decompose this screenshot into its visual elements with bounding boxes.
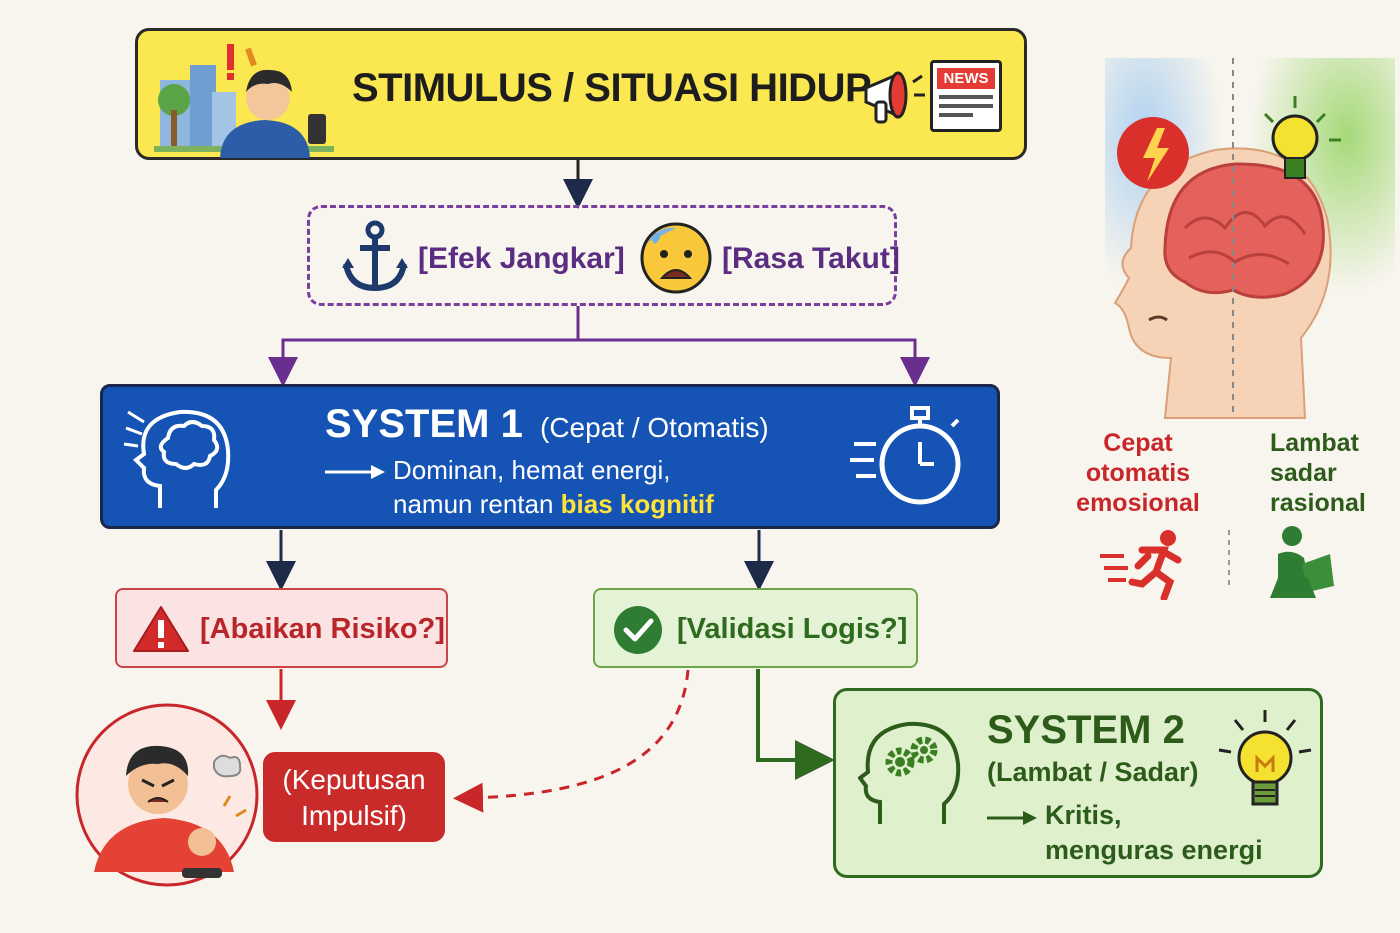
head-brain-illustration: [1105, 58, 1395, 419]
fast-trait: Cepat: [1103, 429, 1173, 457]
system1-line2-prefix: namun rentan: [393, 489, 561, 519]
newspaper-icon: NEWS: [930, 60, 1002, 132]
logic-validation-label: [Validasi Logis?]: [677, 613, 908, 645]
system2-description-line1: Kritis,: [1045, 800, 1122, 830]
stimulus-title: STIMULUS / SITUASI HIDUP: [352, 66, 872, 110]
system1-description-line1: Dominan, hemat energi,: [393, 455, 671, 485]
brain-head-icon: [123, 409, 231, 508]
arrow-right-icon: [325, 465, 385, 479]
slow-trait: sadar: [1270, 459, 1337, 487]
system2-title: SYSTEM 2: [987, 708, 1185, 752]
system1-box: [100, 384, 1000, 529]
lightbulb-icon: [1218, 710, 1312, 806]
gears-head-icon: [858, 721, 961, 824]
checkmark-icon: [614, 606, 662, 654]
newspaper-label: NEWS: [937, 68, 995, 89]
megaphone-icon: [864, 71, 925, 124]
anchor-effect-label: [Efek Jangkar]: [418, 242, 625, 275]
system2-description-line2: menguras energi: [1045, 835, 1263, 865]
slow-trait: rasional: [1270, 489, 1366, 517]
angry-person-icon: [75, 703, 259, 887]
arrow-bias-split: [281, 306, 917, 372]
fearful-face-icon: [640, 222, 712, 294]
system1-subtitle: (Cepat / Otomatis): [540, 412, 769, 443]
slow-traits-list: Lambat sadar rasional: [1270, 428, 1400, 518]
cognitive-bias-highlight: bias kognitif: [560, 489, 714, 519]
running-person-icon: [1100, 530, 1182, 600]
system2-box: [833, 688, 1323, 878]
slow-trait: Lambat: [1270, 429, 1359, 457]
person-phone-alarm-icon: [154, 44, 334, 158]
fast-traits-list: Cepat otomatis emosional: [1068, 428, 1208, 518]
divider: [1228, 530, 1230, 590]
impulsive-decision-box: [263, 752, 445, 842]
system1-description-line2: namun rentan bias kognitif: [393, 489, 714, 520]
system2-subtitle: (Lambat / Sadar): [987, 757, 1199, 787]
arrow-validation-to-system2: [756, 669, 835, 780]
arrow-right-icon: [987, 811, 1037, 825]
ignore-risk-label: [Abaikan Risiko?]: [200, 613, 445, 645]
impulsive-decision-line1: (Keputusan: [282, 764, 426, 795]
fast-trait: emosional: [1076, 489, 1200, 517]
impulsive-decision-line2: Impulsif): [301, 800, 407, 831]
fear-label: [Rasa Takut]: [722, 242, 900, 275]
stopwatch-icon: [850, 406, 961, 505]
bias-box: [307, 205, 897, 306]
arrow-validation-to-impulse-dashed: [453, 669, 690, 813]
warning-icon: [133, 606, 189, 652]
anchor-icon: [342, 220, 408, 292]
system1-title: SYSTEM 1: [325, 402, 523, 446]
reading-person-icon: [1270, 526, 1334, 598]
fast-trait: otomatis: [1085, 459, 1191, 487]
